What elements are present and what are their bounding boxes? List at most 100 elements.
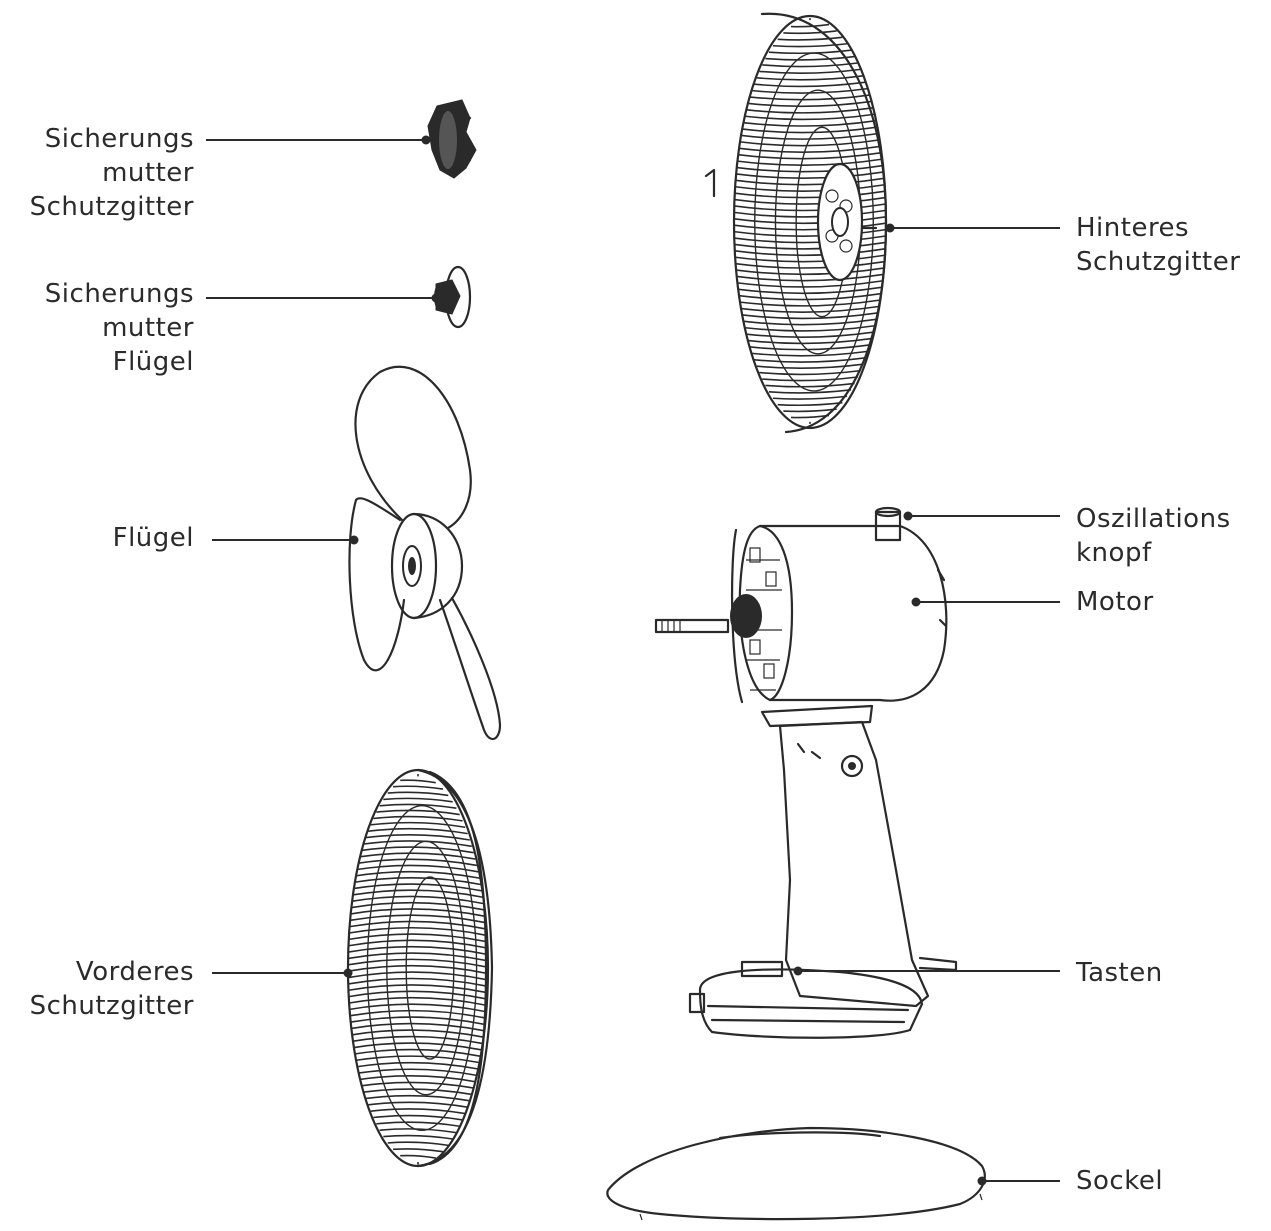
label-line: knopf xyxy=(1076,538,1152,568)
grille-wire xyxy=(736,273,884,282)
grille-wire xyxy=(735,183,885,192)
grille-wire xyxy=(370,821,466,829)
lock-nut-guard-part xyxy=(427,99,477,179)
grille-wire xyxy=(738,286,882,295)
grille-wire xyxy=(742,126,878,134)
grille-wire xyxy=(783,30,837,35)
grille-ring xyxy=(405,876,455,1060)
grille-wire xyxy=(366,1094,470,1102)
grille-wire xyxy=(348,945,488,956)
label-line: Oszillations xyxy=(1076,504,1231,534)
label-base: Sockel xyxy=(1076,1164,1163,1198)
grille-wire xyxy=(393,785,444,790)
grille-wire xyxy=(734,203,886,212)
grille-wire xyxy=(352,895,484,905)
grille-wire xyxy=(379,803,457,809)
grille-wire xyxy=(759,68,861,74)
grille-wire xyxy=(362,1081,474,1089)
grille-wire xyxy=(738,151,882,160)
grille-wire xyxy=(348,971,488,981)
label-oscillation-knob: Oszillations knopf xyxy=(1076,502,1231,570)
grille-wire xyxy=(777,401,843,407)
grille-wire xyxy=(370,1108,466,1115)
front-guard-part xyxy=(346,768,494,1168)
grille-wire xyxy=(746,107,874,114)
label-line: Tasten xyxy=(1076,958,1163,988)
grille-wire xyxy=(739,292,881,301)
label-line: Vorderes xyxy=(75,957,194,987)
grille-wire xyxy=(748,100,872,108)
grille-wire xyxy=(734,190,886,199)
label-blade: Flügel xyxy=(113,521,194,555)
grille-wire xyxy=(754,81,866,88)
grille-wire xyxy=(735,254,885,263)
grille-wire xyxy=(734,241,886,250)
grille-wire xyxy=(387,1141,449,1147)
grille-wire xyxy=(354,883,483,892)
grille-wire xyxy=(748,337,872,345)
base-part xyxy=(606,1126,986,1221)
grille-wire xyxy=(790,23,830,28)
grille-wire xyxy=(379,1128,457,1134)
label-line: mutter xyxy=(102,158,194,188)
grille-wire xyxy=(737,280,883,288)
grille-wire xyxy=(400,779,436,784)
stand-part xyxy=(688,704,958,1039)
label-line: Sicherungs xyxy=(44,279,194,309)
grille-wire xyxy=(348,984,488,994)
grille-wire xyxy=(359,1068,478,1077)
grille-wire xyxy=(348,977,488,988)
motor-part xyxy=(654,506,948,704)
lock-nut-blade-part xyxy=(434,265,472,329)
grille-wire xyxy=(349,996,488,1007)
grille-wire xyxy=(400,1154,436,1159)
grille-wire xyxy=(768,389,852,394)
grille-wire xyxy=(752,350,868,357)
grille-wire xyxy=(357,864,479,873)
grille-wire xyxy=(736,171,884,179)
grille-wire xyxy=(368,827,468,835)
grille-wire xyxy=(350,908,486,918)
label-line: Schutzgitter xyxy=(29,991,194,1021)
grille-wire xyxy=(351,901,485,911)
label-line: Hinteres xyxy=(1076,213,1190,243)
grille-wire xyxy=(349,1003,487,1013)
grille-wire xyxy=(366,834,470,841)
grille-wire xyxy=(756,75,864,81)
label-lock-nut-guard: Sicherungs mutter Schutzgitter xyxy=(30,122,194,224)
grille-wire xyxy=(383,797,453,803)
grille-wire xyxy=(737,158,883,167)
grille-wire xyxy=(734,248,886,257)
grille-wire xyxy=(750,94,870,101)
label-buttons: Tasten xyxy=(1076,956,1163,990)
grille-wire xyxy=(740,139,880,147)
grille-wire xyxy=(765,382,855,388)
grille-wire xyxy=(349,920,487,930)
grille-wire xyxy=(743,119,877,127)
grille-wire xyxy=(734,216,886,225)
grille-wire xyxy=(368,1101,468,1108)
grille-ring xyxy=(754,52,874,392)
grille-wire xyxy=(373,1114,463,1121)
grille-wire xyxy=(352,1029,484,1038)
grille-wire xyxy=(350,914,487,924)
grille-wire xyxy=(356,1055,480,1064)
label-motor: Motor xyxy=(1076,585,1154,619)
grille-wire xyxy=(348,964,488,975)
label-line: Sockel xyxy=(1076,1166,1164,1196)
grille-wire xyxy=(736,267,884,276)
grille-wire xyxy=(772,395,848,400)
grille-wire xyxy=(746,331,874,338)
grille-wire xyxy=(364,1088,472,1096)
grille-wire xyxy=(772,42,848,48)
grille-wire xyxy=(393,1148,444,1153)
grille-wire xyxy=(359,858,478,867)
grille-wire xyxy=(350,1009,487,1019)
grille-wire xyxy=(355,877,481,886)
grille-wire xyxy=(354,1042,483,1051)
grille-wire xyxy=(754,356,866,363)
grille-wire xyxy=(750,344,870,351)
label-line: Flügel xyxy=(112,347,194,377)
grille-wire xyxy=(350,1016,486,1026)
